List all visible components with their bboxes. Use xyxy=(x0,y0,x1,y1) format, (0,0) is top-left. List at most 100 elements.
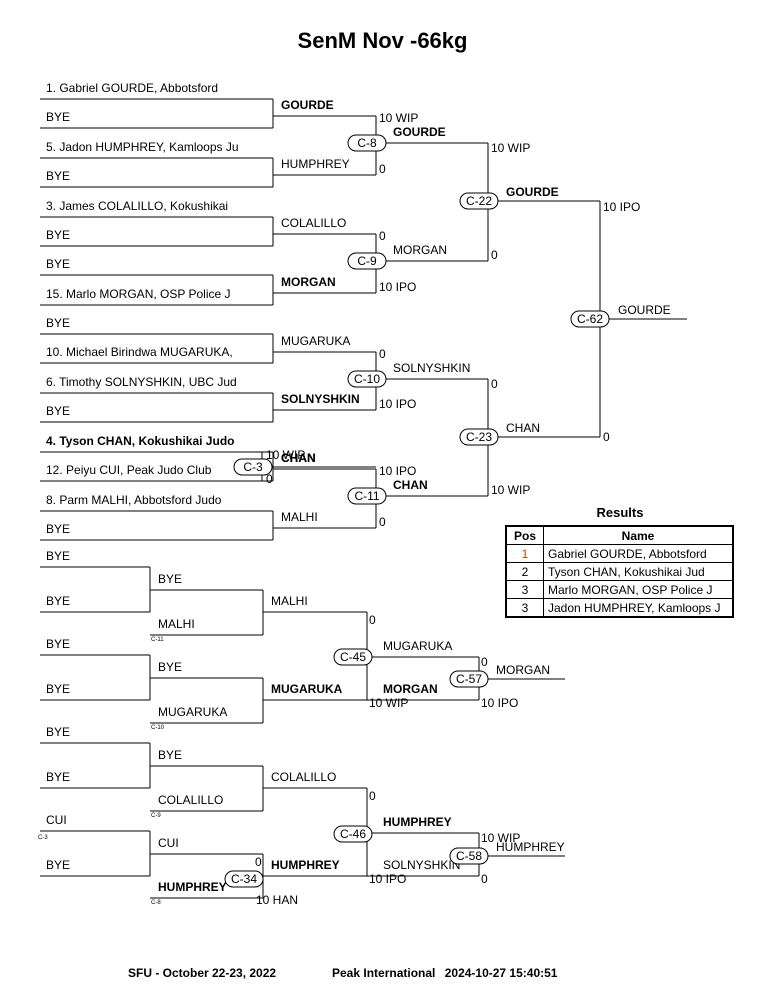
results-name: Gabriel GOURDE, Abbotsford xyxy=(543,544,734,563)
source-match-ref: C-11 xyxy=(151,637,164,643)
competitor-label: MORGAN xyxy=(383,682,438,696)
competitor-label: MALHI xyxy=(158,617,195,631)
results-header-pos: Pos xyxy=(505,525,544,545)
competitor-label: MUGARUKA xyxy=(271,682,343,696)
results-title: Results xyxy=(596,505,644,520)
score-label: 0 xyxy=(481,872,488,886)
results-row: 1 Gabriel GOURDE, Abbotsford xyxy=(505,544,734,563)
rep-entry-name: BYE xyxy=(46,594,70,608)
score-label: 10 IPO xyxy=(369,872,406,886)
entry-name: 1. Gabriel GOURDE, Abbotsford xyxy=(46,81,218,95)
score-label: 0 xyxy=(379,162,386,176)
entry-name: BYE xyxy=(46,404,70,418)
score-label: 0 xyxy=(491,377,498,391)
competitor-label: MUGARUKA xyxy=(383,639,452,653)
competitor-label: GOURDE xyxy=(281,98,334,112)
competitor-label: MORGAN xyxy=(393,243,447,257)
score-label: 0 xyxy=(379,515,386,529)
results-row: 3 Jadon HUMPHREY, Kamloops J xyxy=(505,598,734,618)
competitor-label: HUMPHREY xyxy=(271,858,340,872)
entry-name: 3. James COLALILLO, Kokushikai xyxy=(46,199,228,213)
entry-name: BYE xyxy=(46,110,70,124)
rep-entry-name: BYE xyxy=(46,725,70,739)
svg-text:C-46: C-46 xyxy=(340,827,366,841)
competitor-label: COLALILLO xyxy=(271,770,336,784)
score-label: 10 WIP xyxy=(491,483,530,497)
results-pos: 2 xyxy=(505,562,544,581)
match-id-badge: C-58 xyxy=(449,847,489,865)
score-label: 0 xyxy=(379,229,386,243)
svg-text:C-45: C-45 xyxy=(340,650,366,664)
competitor-label: CUI xyxy=(158,836,179,850)
results-pos: 3 xyxy=(505,580,544,599)
score-label: 10 IPO xyxy=(481,696,518,710)
rep-entry-name: BYE xyxy=(46,770,70,784)
rep-entry-name: BYE xyxy=(46,549,70,563)
match-id-badge: C-57 xyxy=(449,670,489,688)
match-id-badge: C-8 xyxy=(347,134,387,152)
competitor-label: HUMPHREY xyxy=(281,157,350,171)
results-pos: 1 xyxy=(505,544,544,563)
entry-name: BYE xyxy=(46,316,70,330)
match-id-badge: C-10 xyxy=(347,370,387,388)
score-label: 0 xyxy=(369,613,376,627)
competitor-label: HUMPHREY xyxy=(158,880,227,894)
bronze-winner-label: HUMPHREY xyxy=(496,840,565,854)
entry-name: 6. Timothy SOLNYSHKIN, UBC Jud xyxy=(46,375,237,389)
rep-entry-name: BYE xyxy=(46,682,70,696)
score-label: 0 xyxy=(255,855,262,869)
source-match-ref: C-9 xyxy=(151,813,161,819)
score-label: 10 WIP xyxy=(491,141,530,155)
competitor-label: BYE xyxy=(158,572,182,586)
results-row: 3 Marlo MORGAN, OSP Police J xyxy=(505,580,734,599)
match-id-badge: C-3 xyxy=(233,458,273,476)
competitor-label: MORGAN xyxy=(281,275,336,289)
source-match-ref: C-3 xyxy=(38,835,48,841)
score-label: 10 WIP xyxy=(379,111,418,125)
match-id-badge: C-45 xyxy=(333,648,373,666)
score-label: 0 xyxy=(369,789,376,803)
competitor-label: BYE xyxy=(158,748,182,762)
entry-name: 5. Jadon HUMPHREY, Kamloops Ju xyxy=(46,140,239,154)
results-name: Marlo MORGAN, OSP Police J xyxy=(543,580,734,599)
score-label: 10 WIP xyxy=(369,696,408,710)
competitor-label: GOURDE xyxy=(393,125,446,139)
score-label: 10 IPO xyxy=(379,280,416,294)
entry-name: 4. Tyson CHAN, Kokushikai Judo xyxy=(46,434,234,448)
competitor-label: MALHI xyxy=(281,510,318,524)
results-header-name: Name xyxy=(543,525,734,545)
entry-name: BYE xyxy=(46,522,70,536)
footer-timestamp: 2024-10-27 15:40:51 xyxy=(444,966,558,980)
results-pos: 3 xyxy=(505,598,544,618)
entry-name: 10. Michael Birindwa MUGARUKA, xyxy=(46,345,233,359)
score-label: 10 WIP xyxy=(481,831,520,845)
competitor-label: SOLNYSHKIN xyxy=(281,392,360,406)
competitor-label: HUMPHREY xyxy=(383,815,452,829)
entry-name: 15. Marlo MORGAN, OSP Police J xyxy=(46,287,231,301)
rep-entry-name: CUI xyxy=(46,813,67,827)
svg-text:C-57: C-57 xyxy=(456,672,482,686)
results-table: Pos Name 1 Gabriel GOURDE, Abbotsford 2 … xyxy=(505,525,734,618)
match-id-badge: C-34 xyxy=(224,870,264,888)
competitor-label: CHAN xyxy=(393,478,428,492)
score-label: 10 WIP xyxy=(266,448,305,462)
score-label: 0 xyxy=(481,655,488,669)
competitor-label: CHAN xyxy=(281,451,316,465)
footer-event: SFU - October 22-23, 2022 xyxy=(128,966,277,980)
footer-meta: Peak International 2024-10-27 15:40:51 xyxy=(332,966,557,980)
competitor-label: SOLNYSHKIN xyxy=(383,858,460,872)
competitor-label: CHAN xyxy=(281,451,316,465)
results-name: Jadon HUMPHREY, Kamloops J xyxy=(543,598,734,618)
bronze-winner-label: MORGAN xyxy=(496,663,550,677)
svg-text:C-34: C-34 xyxy=(231,872,257,886)
entry-name: 12. Peiyu CUI, Peak Judo Club xyxy=(46,463,212,477)
svg-text:C-3: C-3 xyxy=(243,460,263,474)
match-id-badge: C-11 xyxy=(347,487,387,505)
competitor-label: MUGARUKA xyxy=(158,705,227,719)
competitor-label: MUGARUKA xyxy=(281,334,350,348)
source-match-ref: C-8 xyxy=(151,900,161,906)
score-label: 0 xyxy=(379,347,386,361)
rep-entry-name: BYE xyxy=(46,858,70,872)
svg-text:C-10: C-10 xyxy=(354,372,380,386)
